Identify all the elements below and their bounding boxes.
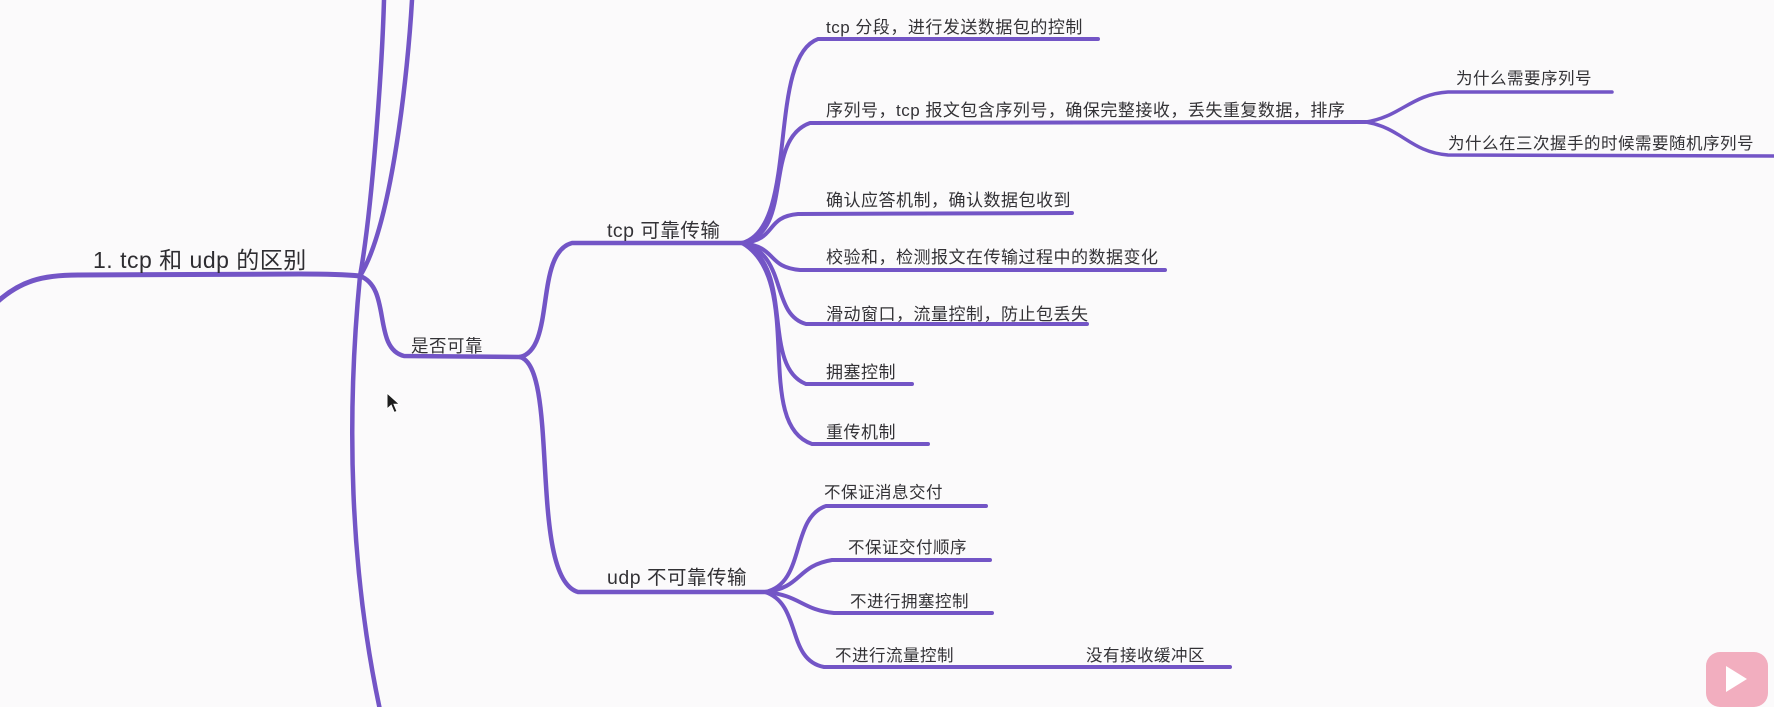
node-tcp-reliable[interactable]: tcp 可靠传输 [607,220,721,242]
node-udp-unreliable[interactable]: udp 不可靠传输 [607,567,747,589]
curve-tcp-ack [740,211,1074,245]
node-tcp-retransmission[interactable]: 重传机制 [826,423,896,442]
node-no-receive-buffer[interactable]: 没有接收缓冲区 [1086,647,1205,665]
node-udp-no-congestion-control[interactable]: 不进行拥塞控制 [850,593,969,611]
node-why-random-sequence[interactable]: 为什么在三次握手的时候需要随机序列号 [1448,135,1754,153]
node-tcp-congestion-control[interactable]: 拥塞控制 [826,363,896,382]
offscreen-branch-top-1 [357,0,387,279]
node-udp-no-order-guarantee[interactable]: 不保证交付顺序 [848,539,967,557]
curve-why-random-seq [1364,120,1774,158]
root-underline [0,271,363,303]
play-icon [1726,666,1747,692]
node-why-sequence[interactable]: 为什么需要序列号 [1456,70,1592,88]
node-root[interactable]: 1. tcp 和 udp 的区别 [93,247,307,273]
node-tcp-sliding-window[interactable]: 滑动窗口，流量控制，防止包丢失 [826,305,1089,324]
curve-tcp-window [740,241,1089,326]
node-tcp-ack[interactable]: 确认应答机制，确认数据包收到 [826,191,1071,210]
node-udp-no-flow-control[interactable]: 不进行流量控制 [835,647,954,665]
node-tcp-checksum[interactable]: 校验和，检测报文在传输过程中的数据变化 [826,248,1159,267]
curve-udp-no-order [763,558,992,594]
mouse-cursor-icon [386,392,401,414]
node-tcp-sequence[interactable]: 序列号，tcp 报文包含序列号，确保完整接收，丢失重复数据，排序 [826,101,1346,120]
curve-udp-no-flowcontrol [763,590,1232,669]
curve-tcp-retransmit [740,241,930,446]
node-udp-no-delivery-guarantee[interactable]: 不保证消息交付 [824,484,943,502]
offscreen-branch-bottom [350,273,382,707]
curve-udp [517,354,768,595]
curve-udp-no-congestion [763,590,994,615]
curve-tcp-seq [740,120,1368,245]
play-logo-watermark [1706,652,1768,707]
curve-udp-no-delivery [763,504,988,594]
curve-reliability [357,273,523,360]
curve-why-seq [1364,90,1614,124]
curve-tcp-segment [740,37,1100,245]
offscreen-branch-top-2 [357,0,415,279]
curve-tcp [517,240,745,360]
node-reliability[interactable]: 是否可靠 [411,336,483,356]
node-tcp-segment[interactable]: tcp 分段，进行发送数据包的控制 [826,18,1083,37]
